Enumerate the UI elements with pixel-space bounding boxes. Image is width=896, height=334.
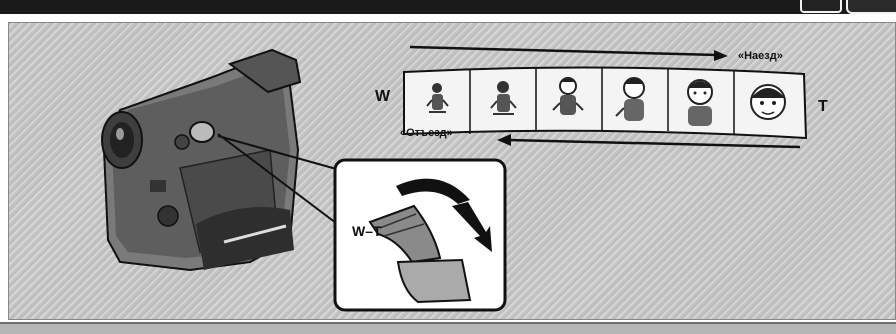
- zoom-lever-illustration: W–T: [335, 160, 505, 310]
- svg-text:W–T: W–T: [352, 223, 382, 239]
- film-frame-6: [751, 85, 785, 119]
- wide-label: W: [375, 88, 390, 106]
- bottom-bar: [0, 322, 896, 334]
- tele-label: T: [818, 98, 828, 116]
- zoom-out-label: «Отъезд»: [400, 127, 453, 139]
- camcorder-illustration: [102, 50, 300, 270]
- zoom-in-label: «Наезд»: [738, 50, 783, 62]
- film-strip-illustration: [404, 67, 806, 138]
- zoom-in-arrow: [410, 47, 728, 61]
